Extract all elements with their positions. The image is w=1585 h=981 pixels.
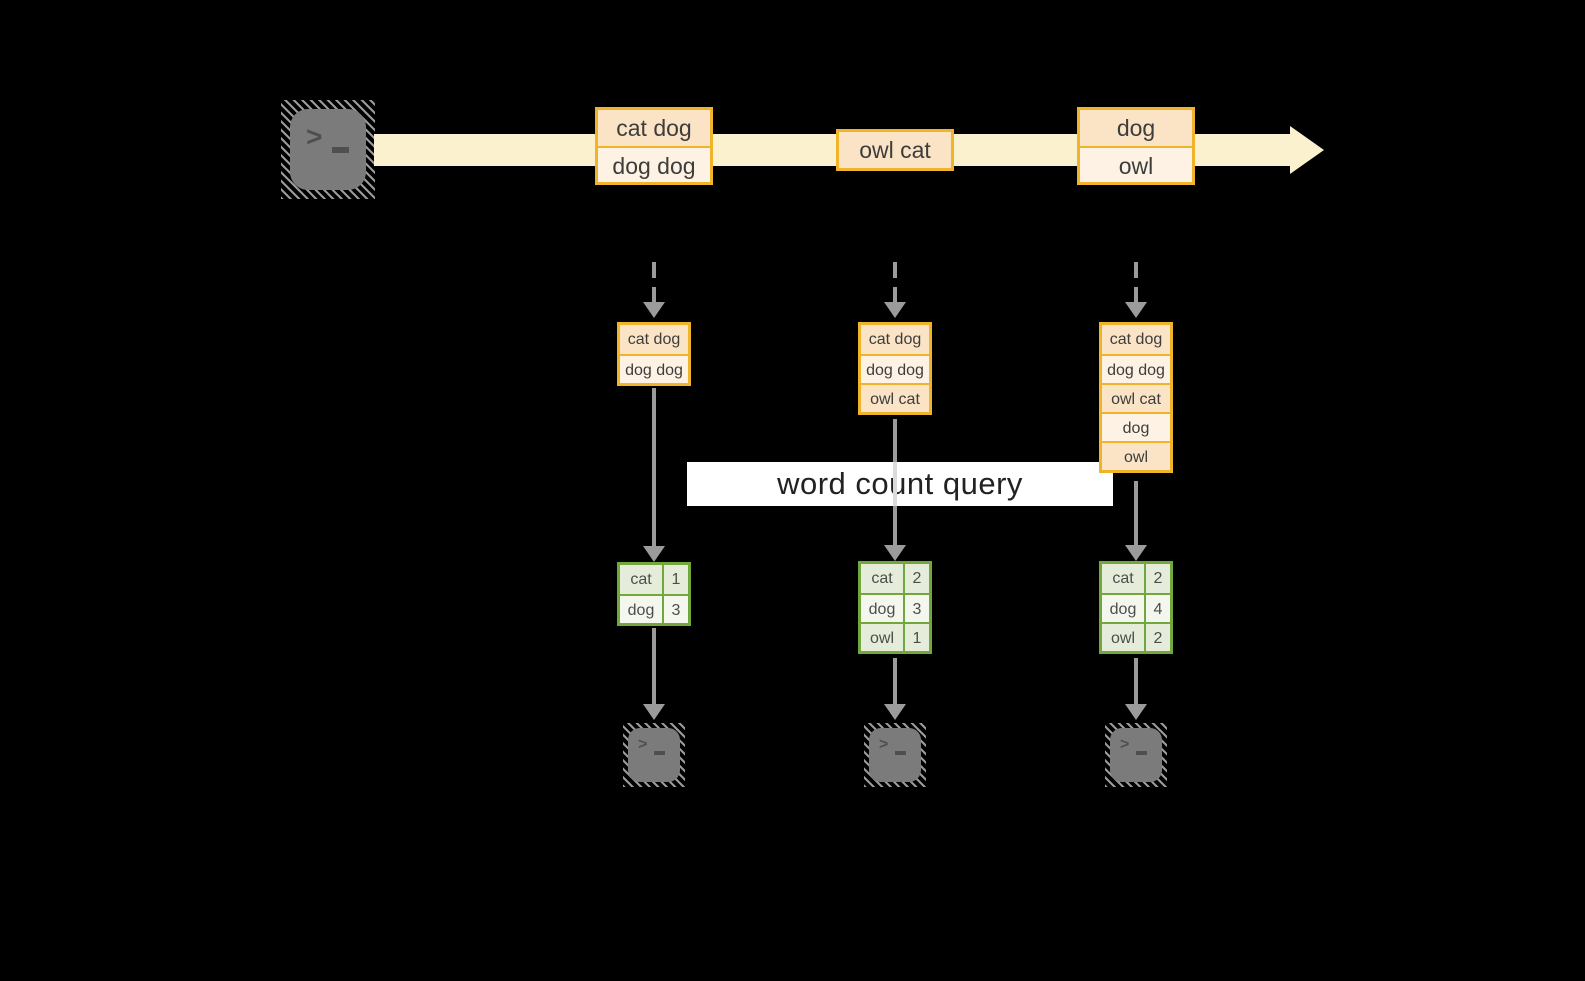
count-cell: 2 xyxy=(1153,570,1163,587)
count-cell: 2 xyxy=(1153,630,1163,647)
word-cell: dog xyxy=(861,595,905,622)
word-cell: dog xyxy=(1102,595,1146,622)
table-row: owl 1 xyxy=(861,622,929,651)
event-row: owl cat xyxy=(839,132,951,168)
connector-line xyxy=(1134,658,1138,704)
terminal-body: > xyxy=(869,728,921,782)
count-cell: 2 xyxy=(912,570,922,587)
table-row: dog 4 xyxy=(1102,593,1170,622)
terminal-cursor-icon xyxy=(1136,751,1147,755)
word-cell: cat xyxy=(620,565,664,594)
terminal-cursor-icon xyxy=(895,751,906,755)
table-row: owl 2 xyxy=(1102,622,1170,651)
arrowhead-icon xyxy=(884,704,906,720)
sink-terminal-icon: > xyxy=(864,723,926,787)
count-cell: 1 xyxy=(671,571,681,588)
count-cell: 3 xyxy=(912,601,922,618)
dashed-arrow xyxy=(1134,262,1138,302)
state-row: dog dog xyxy=(1102,354,1170,383)
count-table-1: cat 1 dog 3 xyxy=(617,562,691,626)
source-terminal-icon: > xyxy=(281,100,375,199)
arrowhead-icon xyxy=(643,546,665,562)
word-cell: cat xyxy=(861,564,905,593)
dashed-arrow xyxy=(652,262,656,302)
sink-terminal-icon: > xyxy=(623,723,685,787)
arrowhead-icon xyxy=(643,302,665,318)
terminal-body: > xyxy=(290,109,366,190)
word-cell: dog xyxy=(620,596,664,623)
count-cell: 1 xyxy=(912,630,922,647)
terminal-cursor-icon xyxy=(654,751,665,755)
state-row: owl xyxy=(1102,441,1170,470)
count-table-2: cat 2 dog 3 owl 1 xyxy=(858,561,932,654)
connector-line xyxy=(893,658,897,704)
stream-event-batch-2: owl cat xyxy=(836,129,954,171)
state-row: dog xyxy=(1102,412,1170,441)
count-cell: 4 xyxy=(1153,601,1163,618)
count-table-3: cat 2 dog 4 owl 2 xyxy=(1099,561,1173,654)
word-cell: cat xyxy=(1102,564,1146,593)
terminal-cursor-icon xyxy=(332,147,349,153)
state-row: owl cat xyxy=(1102,383,1170,412)
arrowhead-icon xyxy=(1125,545,1147,561)
stream-event-batch-3: dog owl xyxy=(1077,107,1195,185)
dashed-arrow xyxy=(893,262,897,302)
terminal-prompt-icon: > xyxy=(306,121,323,152)
event-row: dog xyxy=(1080,110,1192,146)
connector-line xyxy=(652,388,656,546)
state-row: owl cat xyxy=(861,383,929,412)
state-row: cat dog xyxy=(861,325,929,354)
event-row: dog dog xyxy=(598,146,710,182)
stream-arrowhead-icon xyxy=(1290,126,1324,174)
arrowhead-icon xyxy=(1125,704,1147,720)
stream-event-batch-1: cat dog dog dog xyxy=(595,107,713,185)
terminal-prompt-icon: > xyxy=(1120,736,1130,753)
state-row: cat dog xyxy=(620,325,688,354)
state-row: cat dog xyxy=(1102,325,1170,354)
table-row: dog 3 xyxy=(620,594,688,623)
table-row: cat 2 xyxy=(861,564,929,593)
terminal-body: > xyxy=(628,728,680,782)
arrowhead-icon xyxy=(643,704,665,720)
arrowhead-icon xyxy=(1125,302,1147,318)
connector-line xyxy=(1134,481,1138,545)
state-buffer-1: cat dog dog dog xyxy=(617,322,691,386)
query-label: word count query xyxy=(687,462,1113,506)
terminal-prompt-icon: > xyxy=(638,736,648,753)
arrowhead-icon xyxy=(884,302,906,318)
table-row: dog 3 xyxy=(861,593,929,622)
connector-line xyxy=(652,628,656,704)
terminal-prompt-icon: > xyxy=(879,736,889,753)
word-cell: owl xyxy=(861,624,905,651)
state-row: dog dog xyxy=(861,354,929,383)
count-cell: 3 xyxy=(671,602,681,619)
connector-line-overlay xyxy=(893,462,897,506)
state-row: dog dog xyxy=(620,354,688,383)
table-row: cat 2 xyxy=(1102,564,1170,593)
event-row: cat dog xyxy=(598,110,710,146)
state-buffer-2: cat dog dog dog owl cat xyxy=(858,322,932,415)
word-cell: owl xyxy=(1102,624,1146,651)
terminal-body: > xyxy=(1110,728,1162,782)
arrowhead-icon xyxy=(884,545,906,561)
sink-terminal-icon: > xyxy=(1105,723,1167,787)
event-row: owl xyxy=(1080,146,1192,182)
state-buffer-3: cat dog dog dog owl cat dog owl xyxy=(1099,322,1173,473)
table-row: cat 1 xyxy=(620,565,688,594)
